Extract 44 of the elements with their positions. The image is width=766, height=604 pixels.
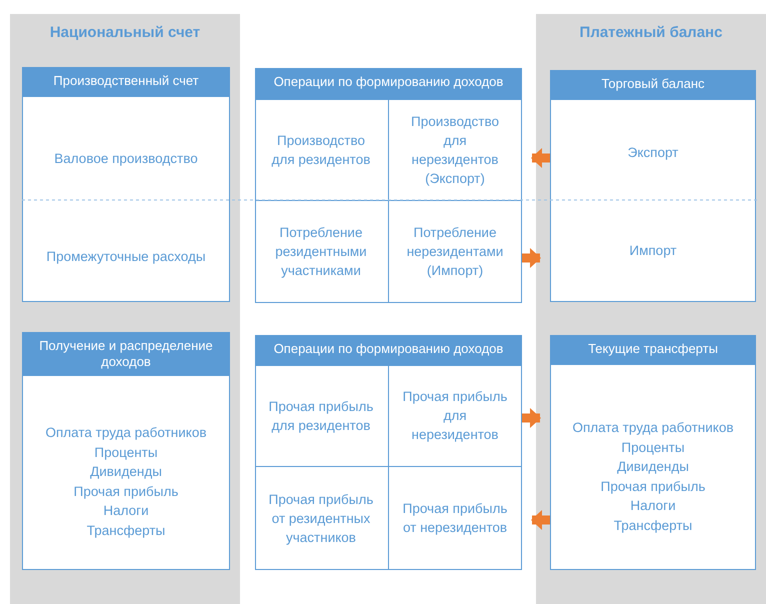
item-text: Проценты bbox=[621, 438, 685, 457]
item-text: Оплата труда работников bbox=[45, 424, 207, 442]
item-text: Промежуточные расходы bbox=[45, 248, 207, 266]
section-heading: Национальный счет bbox=[48, 24, 202, 41]
item-text: Трансферты bbox=[86, 522, 166, 540]
arrow bbox=[522, 248, 541, 268]
arrow bbox=[522, 408, 541, 428]
item-text: Экспорт bbox=[626, 144, 680, 162]
table-cell: Прочая прибыль от резидентных участников bbox=[254, 466, 388, 570]
item-text: Дивиденды bbox=[617, 458, 689, 476]
item-text: Дивиденды bbox=[90, 463, 162, 481]
box-header: Получение и распределение доходов bbox=[22, 332, 230, 376]
item-text: Проценты bbox=[94, 444, 158, 462]
account-box bbox=[255, 68, 522, 303]
box-header: Торговый баланс bbox=[550, 70, 756, 100]
account-box bbox=[22, 67, 230, 302]
table-cell: Потребление нерезидентами (Импорт) bbox=[388, 200, 522, 302]
box-header: Текущие трансферты bbox=[550, 335, 756, 365]
arrow bbox=[531, 510, 550, 530]
box-header: Производственный счет bbox=[22, 67, 230, 97]
item-text: Прочая прибыль bbox=[600, 478, 706, 496]
account-box bbox=[550, 335, 756, 570]
item-text: Валовое производство bbox=[53, 150, 199, 168]
account-box bbox=[22, 332, 230, 570]
box-header: Операции по формированию доходов bbox=[255, 335, 522, 366]
section-panel bbox=[536, 14, 766, 604]
item-text: Налоги bbox=[630, 497, 676, 515]
item-text: Оплата труда работников bbox=[572, 419, 734, 437]
arrow bbox=[531, 148, 550, 168]
item-text: Прочая прибыль bbox=[74, 482, 178, 501]
table-cell: Прочая прибыль от нерезидентов bbox=[388, 466, 522, 570]
item-text: Импорт bbox=[628, 242, 678, 260]
table-cell: Прочая прибыль для нерезидентов bbox=[388, 366, 522, 466]
table-cell: Потребление резидентными участниками bbox=[254, 200, 388, 302]
table-cell: Производство для резидентов bbox=[254, 100, 388, 200]
table-cell: Производство для нерезидентов (Экспорт) bbox=[388, 100, 522, 200]
account-box bbox=[255, 335, 522, 570]
item-text: Налоги bbox=[103, 502, 149, 520]
box-header: Операции по формированию доходов bbox=[255, 68, 522, 100]
account-box bbox=[550, 70, 756, 302]
section-heading: Платежный баланс bbox=[578, 24, 724, 41]
table-cell: Прочая прибыль для резидентов bbox=[254, 366, 388, 466]
section-panel bbox=[10, 14, 240, 604]
item-text: Трансферты bbox=[614, 516, 692, 535]
